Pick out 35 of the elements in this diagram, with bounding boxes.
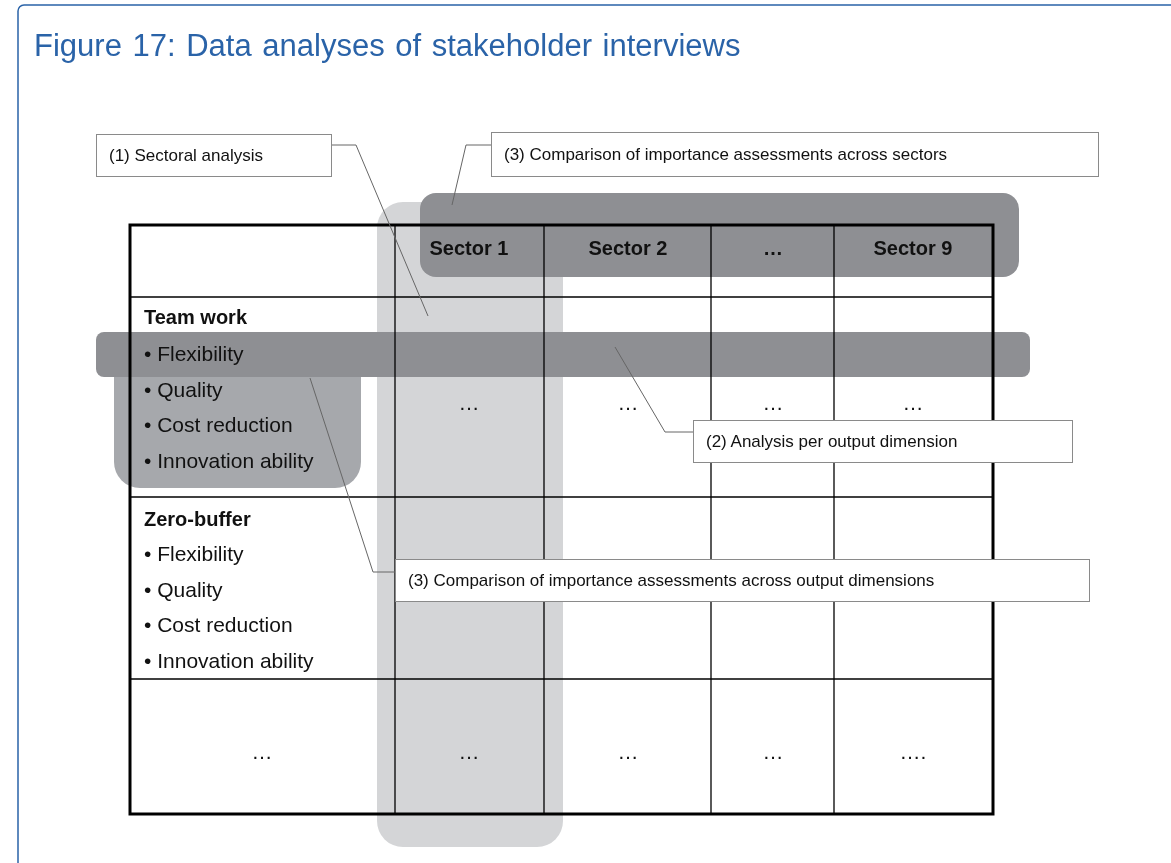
ellipsis-text: … xyxy=(762,392,784,413)
row-heading: Zero-buffer xyxy=(144,509,251,529)
column-header: Sector 9 xyxy=(873,238,953,258)
column-header: Sector 2 xyxy=(588,238,668,258)
ellipsis-text: … xyxy=(762,741,784,762)
bullet-item: • Quality xyxy=(144,579,223,600)
row-heading: Team work xyxy=(144,307,247,327)
callout-label: (3) Comparison of importance assessments across output dimensions xyxy=(395,559,1090,602)
callout-label: (3) Comparison of importance assessments across sectors xyxy=(491,132,1099,177)
ellipsis-text: … xyxy=(458,741,480,762)
ellipsis-text: …. xyxy=(899,741,927,762)
callout-label: (1) Sectoral analysis xyxy=(96,134,332,177)
list-highlight-band xyxy=(114,377,361,488)
callout-label: (2) Analysis per output dimension xyxy=(693,420,1073,463)
bullet-item: • Flexibility xyxy=(144,543,244,564)
row-highlight-band xyxy=(96,332,1030,377)
ellipsis-text: … xyxy=(902,392,924,413)
leader-line xyxy=(331,144,429,317)
leader-line xyxy=(451,144,492,206)
header-highlight-band xyxy=(420,193,1019,277)
bullet-item: • Innovation ability xyxy=(144,450,314,471)
figure-title: Figure 17: Data analyses of stakeholder interviews xyxy=(34,28,741,64)
column-header: … xyxy=(763,238,783,258)
bullet-item: • Cost reduction xyxy=(144,414,293,435)
ellipsis-text: … xyxy=(458,392,480,413)
bullet-item: • Innovation ability xyxy=(144,650,314,671)
column-header: Sector 1 xyxy=(429,238,509,258)
ellipsis-text: … xyxy=(617,392,639,413)
bullet-item: • Quality xyxy=(144,379,223,400)
bullet-item: • Flexibility xyxy=(144,343,244,364)
ellipsis-text: … xyxy=(251,741,273,762)
leader-line xyxy=(309,377,396,573)
leader-line xyxy=(614,346,694,433)
bullet-item: • Cost reduction xyxy=(144,614,293,635)
ellipsis-text: … xyxy=(617,741,639,762)
